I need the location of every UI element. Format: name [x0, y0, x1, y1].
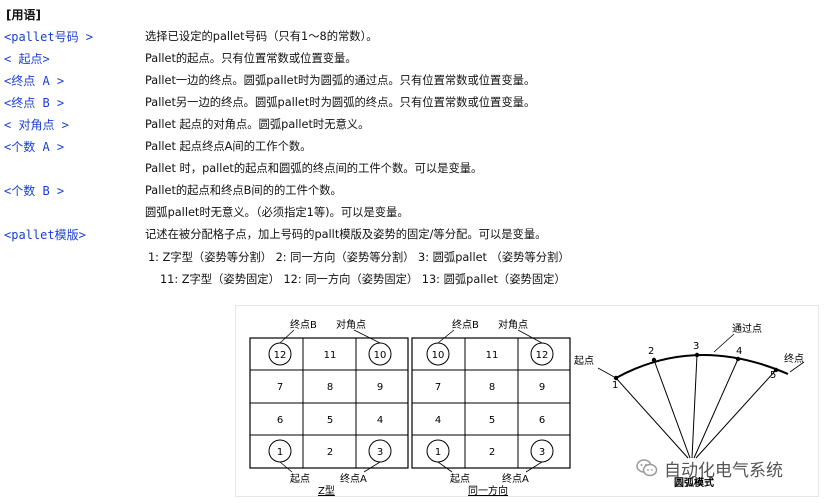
z-label-endA: 终点A — [340, 472, 367, 485]
arc-ray — [695, 369, 777, 459]
same-cell: 5 — [489, 415, 495, 426]
term-desc: Pallet的起点。只有位置常数或位置变量。 — [145, 52, 357, 65]
term-label: < 对角点 > — [4, 118, 69, 132]
heading: [用语] — [6, 8, 41, 22]
arc-point — [773, 367, 779, 373]
z-cell: 11 — [324, 350, 337, 361]
arc-ray — [615, 377, 689, 459]
arc-point-number: 3 — [693, 341, 699, 352]
leader-line — [279, 329, 295, 344]
same-cell: 9 — [539, 382, 545, 393]
arc-point — [651, 357, 657, 363]
same-cell: 7 — [435, 382, 441, 393]
z-caption: Z型 — [318, 484, 335, 496]
z-label-start: 起点 — [290, 473, 310, 485]
leader-line — [437, 461, 453, 473]
mode-list-line2: 11: Z字型（姿势固定） 12: 同一方向（姿势固定） 13: 圆弧palle… — [160, 273, 566, 286]
leader-line — [713, 333, 735, 353]
term-label: <终点 B > — [4, 96, 65, 110]
arc-point — [694, 352, 700, 358]
arc-label-end: 终点 — [784, 352, 804, 365]
mode-list-line1: 1: Z字型（姿势等分割） 2: 同一方向（姿势等分割） 3: 圆弧pallet… — [148, 251, 570, 264]
term-desc: Pallet一边的终点。圆弧pallet时为圆弧的通过点。只有位置常数或位置变量… — [145, 74, 536, 87]
leader-line — [525, 461, 543, 473]
same-label-endB: 终点B — [452, 318, 479, 331]
z-cell: 2 — [327, 447, 333, 458]
z-label-diagonal: 对角点 — [336, 318, 366, 331]
same-cell: 8 — [489, 382, 495, 393]
term-desc: 圆弧pallet时无意义。（必须指定1等)。可以是变量。 — [145, 206, 409, 219]
z-cell: 8 — [327, 382, 333, 393]
term-label: <pallet号码 > — [4, 30, 94, 44]
z-cell: 12 — [274, 350, 287, 361]
same-label-start: 起点 — [450, 473, 470, 485]
arc-point-number: 4 — [736, 346, 742, 357]
z-cell: 5 — [327, 415, 333, 426]
same-cell: 2 — [489, 447, 495, 458]
term-desc: Pallet 起点的对角点。圆弧pallet时无意义。 — [145, 118, 370, 131]
leader-line — [353, 329, 381, 344]
term-desc: 记述在被分配格子点，加上号码的pallt模版及姿势的固定/等分配。可以是变量。 — [145, 228, 547, 241]
leader-line — [517, 329, 543, 344]
z-cell: 9 — [377, 382, 383, 393]
leader-line — [363, 461, 381, 473]
z-label-endB: 终点B — [290, 318, 317, 331]
same-cell: 12 — [536, 350, 549, 361]
arc-ray — [653, 359, 691, 459]
arc-ray — [693, 358, 739, 459]
same-direction-grid: 10 11 12 7 8 9 4 5 6 1 2 3 终点B 对角点 起点 终点… — [411, 318, 571, 497]
same-cell: 4 — [435, 415, 441, 426]
arc-point-number: 1 — [612, 380, 618, 391]
z-cell: 3 — [377, 447, 383, 458]
arc-caption: 圆弧模式 — [674, 476, 714, 489]
arc-point-number: 5 — [770, 370, 776, 381]
arc-curve — [615, 354, 789, 379]
term-label: <个数 B > — [4, 184, 65, 198]
z-cell: 1 — [277, 447, 283, 458]
term-label: <pallet模版> — [4, 228, 86, 242]
term-label: <终点 A > — [4, 74, 65, 88]
term-desc: Pallet 起点终点A间的工作个数。 — [145, 140, 312, 153]
term-label: <个数 A > — [4, 140, 65, 154]
z-cell: 6 — [277, 415, 283, 426]
arc-label-start: 起点 — [574, 355, 594, 367]
term-label: < 起点> — [4, 52, 50, 66]
leader-line — [597, 367, 617, 379]
watermark: 自动化电气系统 — [636, 456, 783, 481]
term-desc: 选择已设定的pallet号码（只有1～8的常数）。 — [145, 30, 378, 43]
same-cell: 11 — [486, 350, 499, 361]
same-caption: 同一方向 — [468, 484, 508, 496]
z-cell: 4 — [377, 415, 383, 426]
z-pattern-grid: 12 11 10 7 8 9 6 5 4 1 2 3 终点B 对角点 起点 终点… — [249, 318, 409, 497]
same-cell: 10 — [432, 350, 445, 361]
term-desc: Pallet另一边的终点。圆弧pallet时为圆弧的终点。只有位置常数或位置变量… — [145, 96, 536, 109]
same-label-endA: 终点A — [502, 472, 529, 485]
wechat-icon — [636, 459, 658, 477]
same-cell: 6 — [539, 415, 545, 426]
arc-point — [735, 356, 741, 362]
arc-point-number: 2 — [648, 346, 654, 357]
arc-ray — [691, 354, 698, 459]
arc-label-through: 通过点 — [732, 322, 762, 335]
z-cell: 7 — [277, 382, 283, 393]
watermark-text: 自动化电气系统 — [664, 460, 783, 481]
leader-line — [437, 329, 455, 344]
pallet-pattern-diagram: 12 11 10 7 8 9 6 5 4 1 2 3 终点B 对角点 起点 终点… — [249, 318, 805, 497]
term-desc: Pallet 时，pallet的起点和圆弧的终点间的工件个数。可以是变量。 — [145, 162, 483, 175]
same-cell: 3 — [539, 447, 545, 458]
term-desc: Pallet的起点和终点B间的的工件个数。 — [145, 184, 342, 197]
arc-pattern: 1 2 3 4 5 起点 通过点 终点 圆弧模式 — [574, 322, 805, 489]
same-label-diagonal: 对角点 — [498, 318, 528, 331]
z-cell: 10 — [374, 350, 387, 361]
leader-line — [279, 461, 293, 473]
same-cell: 1 — [435, 447, 441, 458]
leader-line — [789, 361, 805, 373]
pallet-pattern-figure: 12 11 10 7 8 9 6 5 4 1 2 3 终点B 对角点 起点 终点… — [236, 306, 818, 497]
